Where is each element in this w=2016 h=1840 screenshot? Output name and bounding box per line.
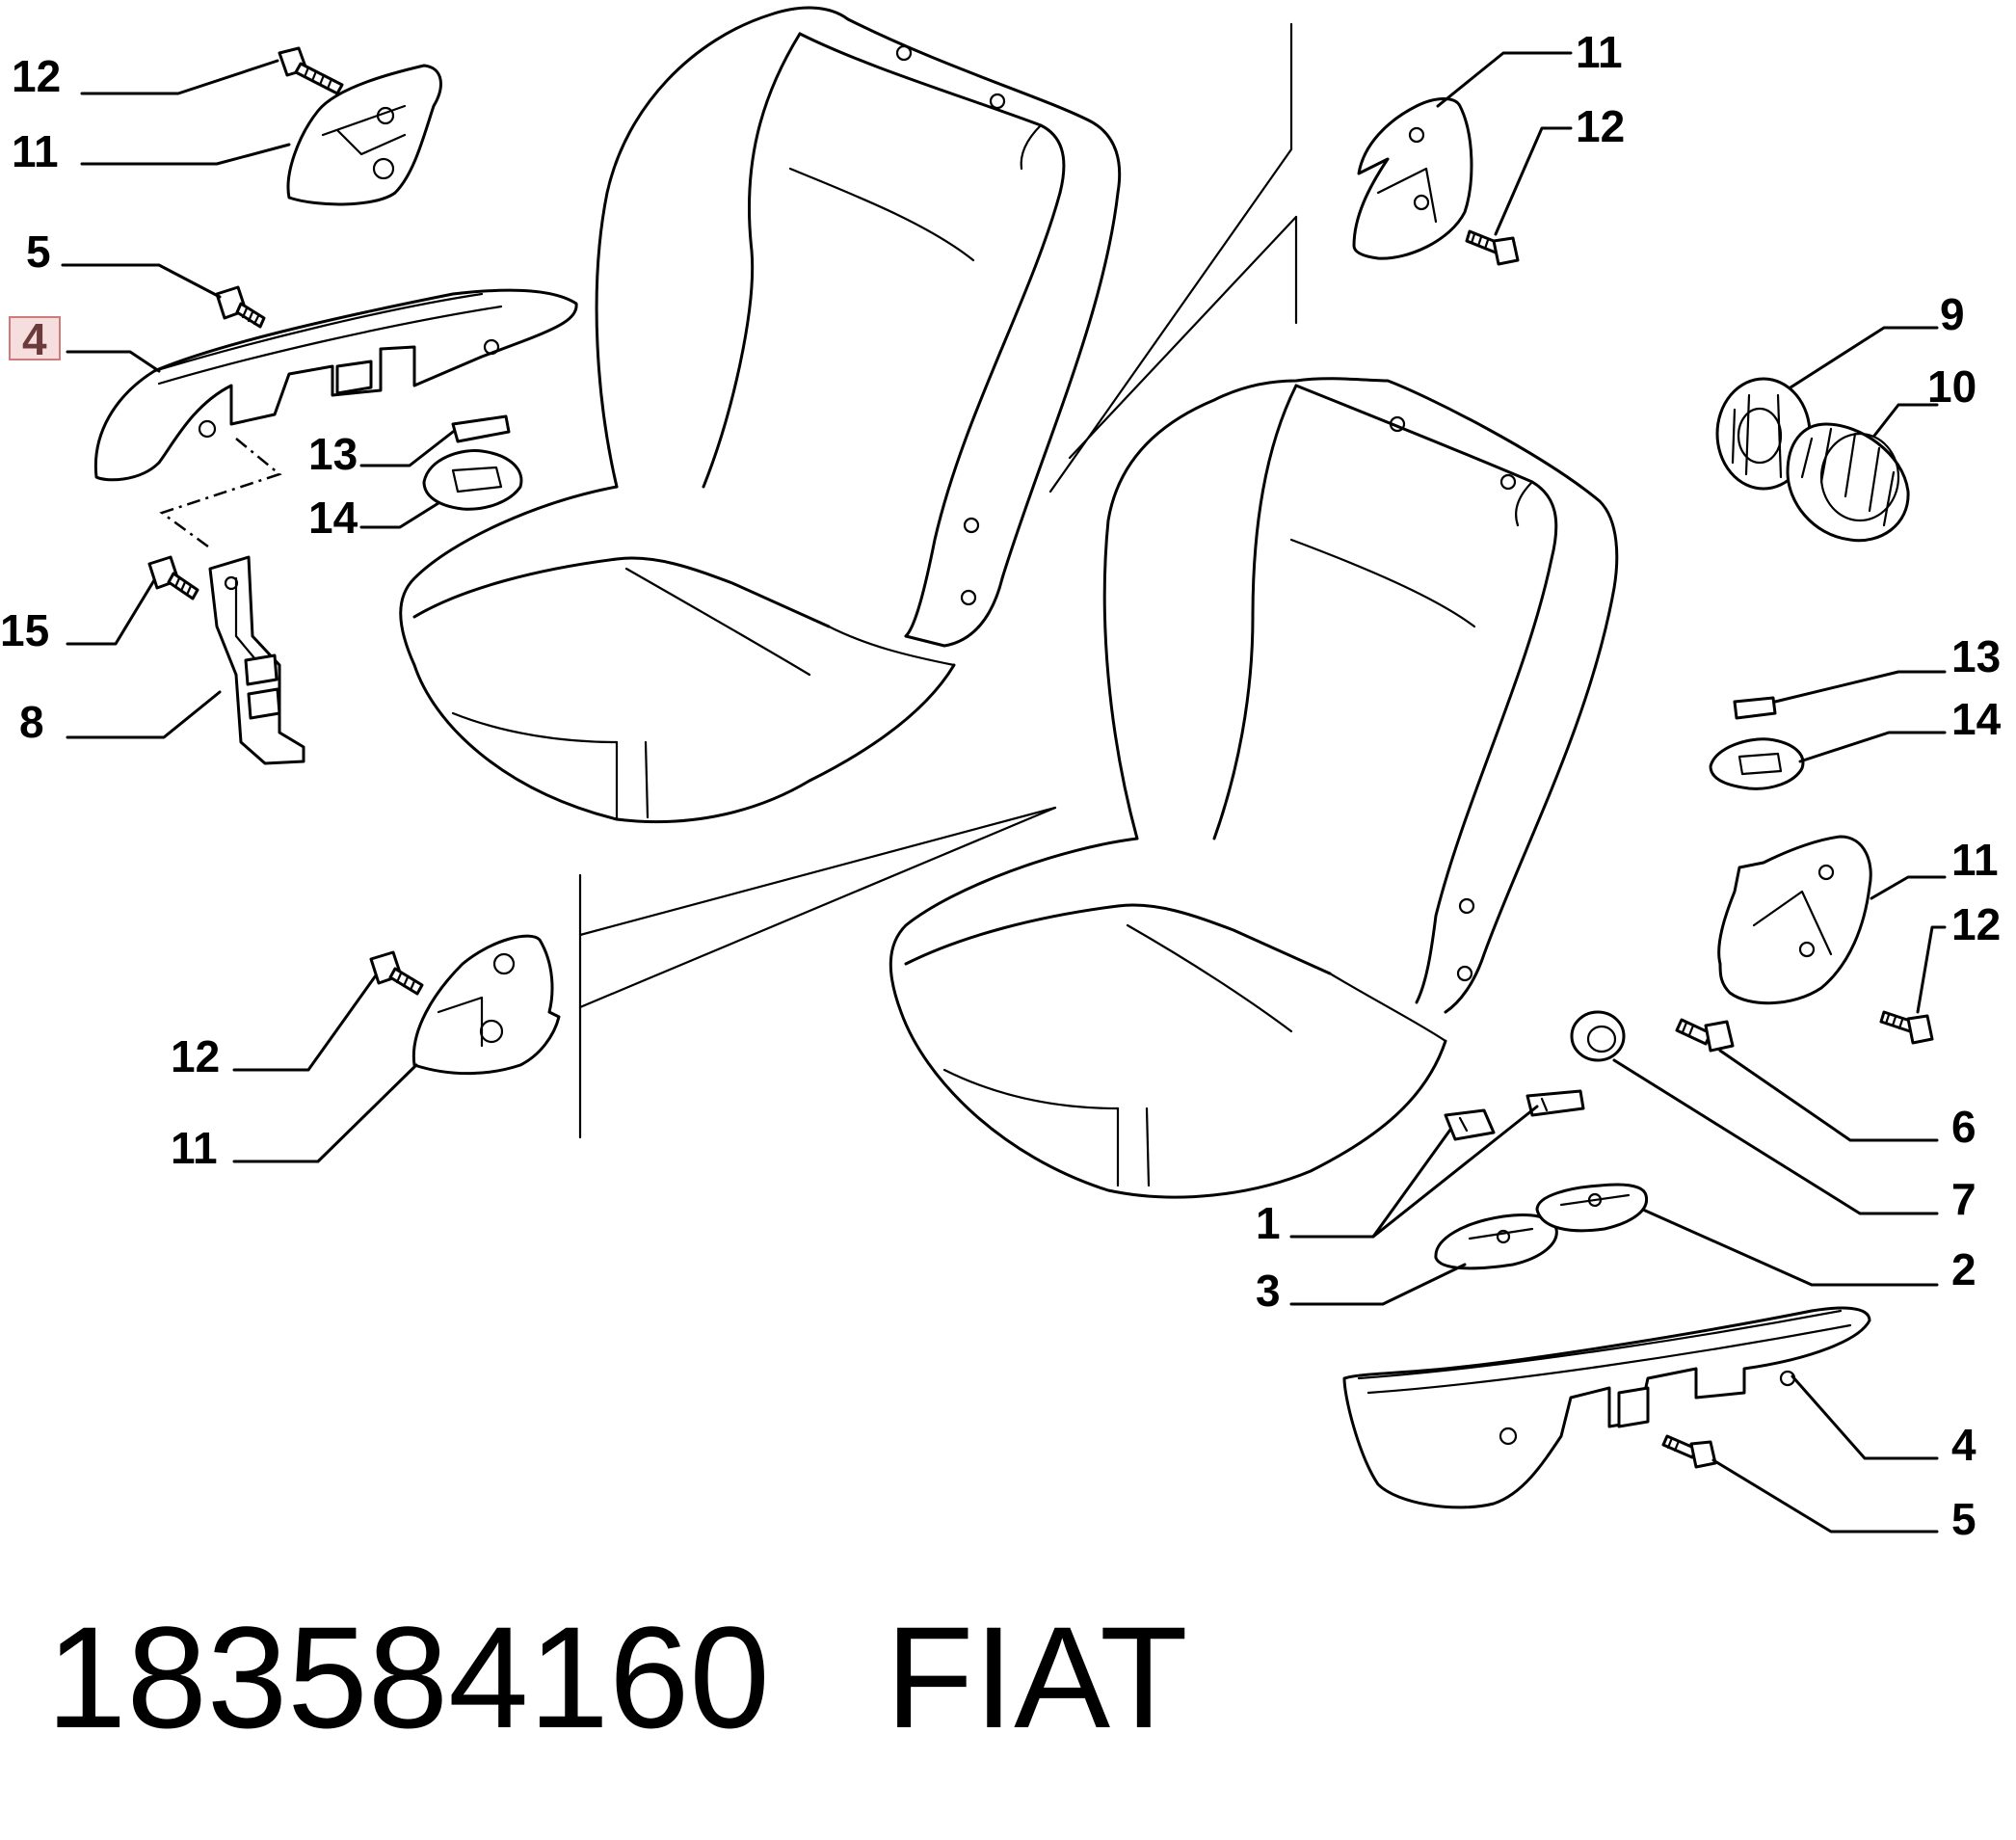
bolt-15-top-left bbox=[147, 555, 199, 600]
callout-1: 1 bbox=[1256, 1198, 1281, 1248]
side-trim-4-top-left bbox=[93, 288, 578, 482]
callout-3: 3 bbox=[1256, 1266, 1281, 1316]
callout-4: 4 bbox=[1951, 1420, 1976, 1470]
bolt-6 bbox=[1675, 1018, 1735, 1053]
bolt-5-bottom-right bbox=[1661, 1434, 1717, 1469]
knob-10 bbox=[1786, 422, 1910, 543]
bracket-11-right bbox=[1717, 835, 1872, 1005]
leader-lines bbox=[61, 51, 1947, 1533]
callout-9: 9 bbox=[1940, 289, 1965, 339]
hinge-bracket-8 bbox=[208, 555, 305, 765]
clip-13-right bbox=[1733, 696, 1777, 720]
bolt-12-right bbox=[1879, 1010, 1934, 1045]
side-trim-4-bottom-right bbox=[1342, 1306, 1871, 1509]
callout-labels: 12 11 5 4 13 14 15 8 12 11 11 12 9 10 13… bbox=[0, 27, 2002, 1544]
bolt-5-top-left bbox=[215, 285, 266, 329]
callout-7: 7 bbox=[1951, 1174, 1976, 1224]
rear-seat-drawing bbox=[399, 6, 1122, 824]
cover-3 bbox=[1434, 1213, 1558, 1270]
callout-11: 11 bbox=[171, 1123, 218, 1173]
callout-12: 12 bbox=[12, 51, 61, 101]
callout-12: 12 bbox=[1576, 101, 1625, 151]
bolt-12-top-left bbox=[278, 46, 344, 95]
bolt-12-top-right bbox=[1465, 229, 1520, 266]
bracket-11-top-right bbox=[1352, 97, 1473, 260]
callout-10: 10 bbox=[1927, 361, 1976, 412]
cover-2 bbox=[1535, 1183, 1649, 1233]
callout-8: 8 bbox=[19, 697, 44, 747]
part-caption: 183584160 FIAT bbox=[46, 1595, 1188, 1759]
callout-12: 12 bbox=[1951, 899, 2001, 949]
callout-13: 13 bbox=[1951, 631, 2001, 681]
callout-2: 2 bbox=[1951, 1244, 1976, 1294]
nut-7 bbox=[1570, 1010, 1626, 1062]
clip-13-top-left bbox=[451, 414, 511, 443]
callout-11: 11 bbox=[1951, 835, 1999, 885]
callout-5: 5 bbox=[26, 227, 51, 277]
callout-14: 14 bbox=[1951, 694, 2002, 744]
callout-6: 6 bbox=[1951, 1102, 1976, 1152]
callout-11: 11 bbox=[1576, 27, 1623, 77]
highlight-box bbox=[9, 316, 61, 360]
callout-13: 13 bbox=[308, 429, 358, 479]
cap-14-top-left bbox=[422, 448, 523, 511]
brand-name: FIAT bbox=[885, 1596, 1188, 1758]
bracket-11-bottom-left bbox=[411, 934, 561, 1076]
callout-15: 15 bbox=[0, 605, 49, 655]
callout-11: 11 bbox=[12, 126, 59, 176]
callout-4-highlighted[interactable]: 4 bbox=[22, 314, 47, 364]
callout-5: 5 bbox=[1951, 1494, 1976, 1544]
callout-12: 12 bbox=[171, 1031, 220, 1081]
cap-14-right bbox=[1709, 737, 1805, 790]
part-number: 183584160 bbox=[46, 1596, 770, 1758]
clips-1 bbox=[1444, 1089, 1585, 1141]
front-seat-drawing bbox=[889, 377, 1619, 1199]
reference-lines bbox=[159, 22, 1298, 1139]
callout-14: 14 bbox=[308, 493, 358, 543]
bracket-11-top-left bbox=[286, 64, 442, 206]
bolt-12-bottom-left bbox=[369, 950, 424, 996]
